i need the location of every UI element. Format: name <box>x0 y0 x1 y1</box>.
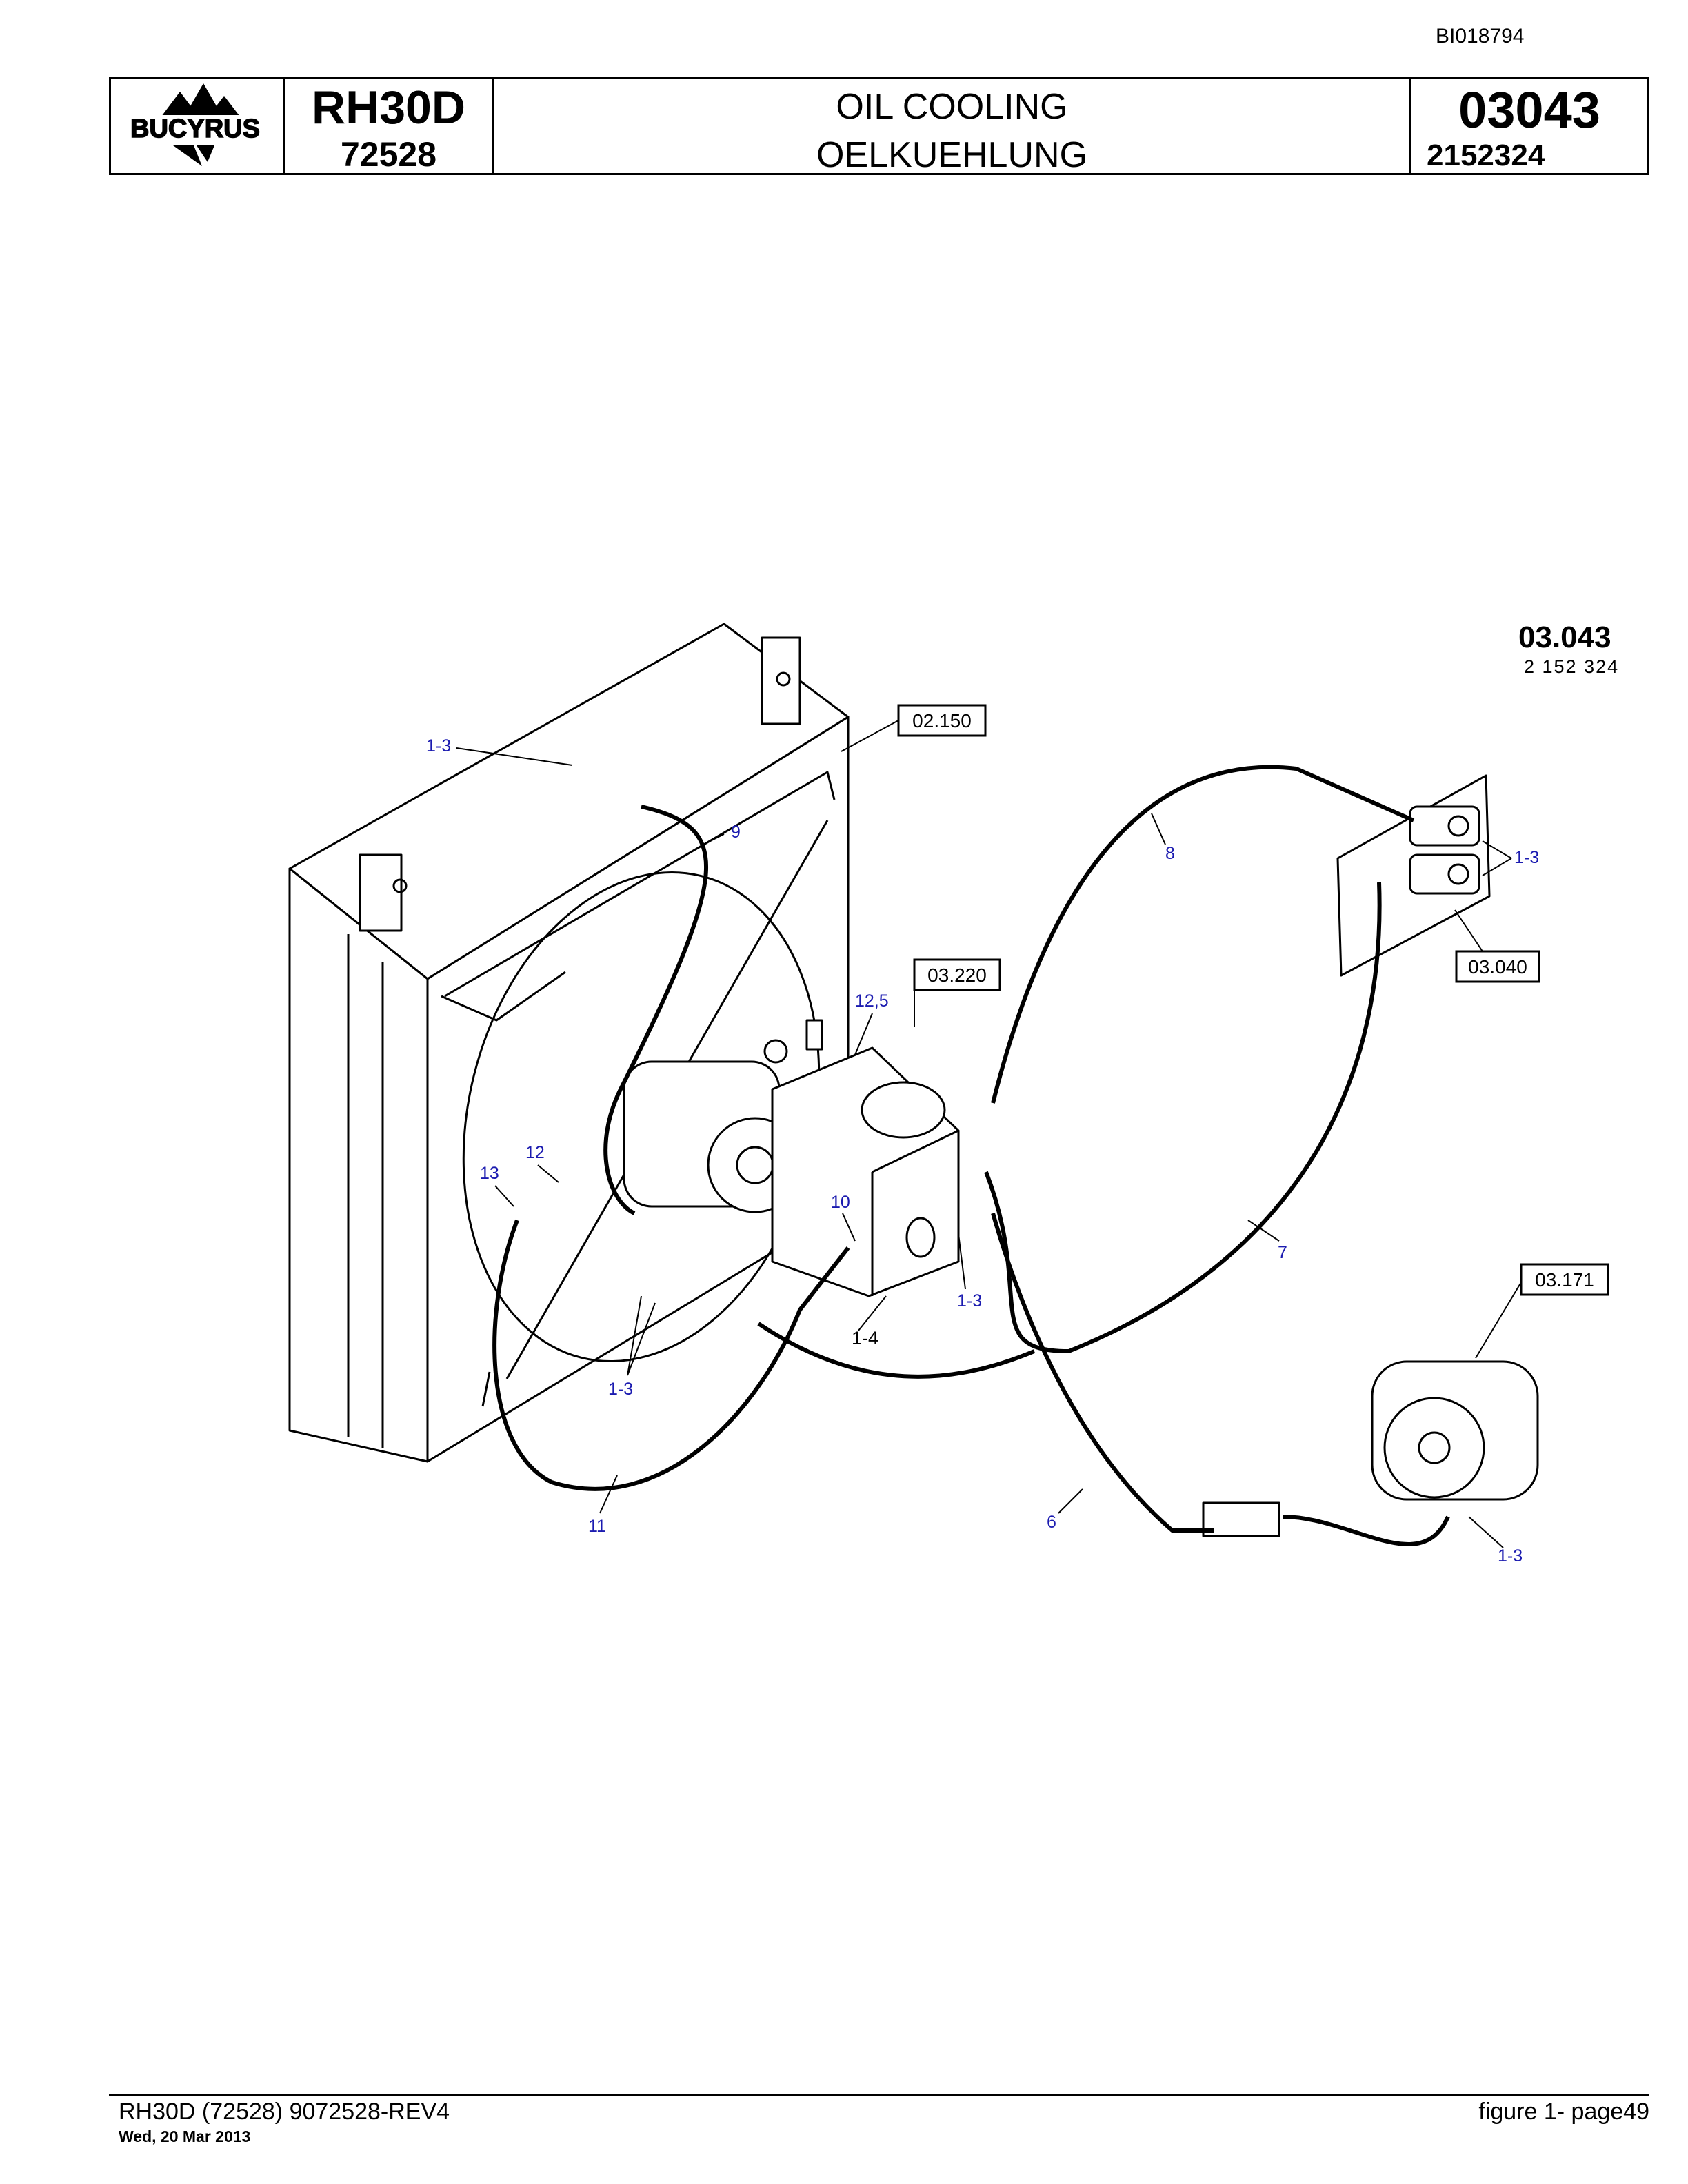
callout-9: 9 <box>731 822 741 842</box>
title-english: OIL COOLING <box>836 87 1068 127</box>
callout-1-3-right: 1-3 <box>1514 848 1539 867</box>
drawing-corner-ref: 03.043 <box>1518 620 1611 654</box>
callout-leaders <box>456 747 1512 1548</box>
callout-1-3-top: 1-3 <box>426 736 451 756</box>
callout-labels: 1-3 9 8 1-3 12,5 13 12 10 1-3 1-4 7 1-3 … <box>426 736 1539 1566</box>
callout-12-5: 12,5 <box>855 991 889 1011</box>
callout-1-3-lower: 1-3 <box>608 1379 633 1399</box>
document-id: BI018794 <box>1436 25 1525 48</box>
callout-8: 8 <box>1165 844 1175 863</box>
model-number: RH30D <box>312 81 465 134</box>
callout-11: 11 <box>588 1517 606 1536</box>
hose-lines <box>492 765 1450 1546</box>
title-block: BUCYRUS RH30D 72528 OIL COOLING OELKUEHL… <box>109 77 1649 175</box>
title-cell: OIL COOLING OELKUEHLUNG <box>494 79 1411 175</box>
ref-box-03040: 03.040 <box>1468 956 1527 978</box>
model-cell: RH30D 72528 <box>285 79 494 174</box>
title-german: OELKUEHLUNG <box>816 135 1087 175</box>
oil-cooling-drawing: 02.150 03.220 03.040 03.171 1-3 9 8 <box>288 623 1609 1566</box>
footer-date: Wed, 20 Mar 2013 <box>119 2127 251 2145</box>
hose-8 <box>991 765 1415 1104</box>
callout-7: 7 <box>1278 1243 1287 1262</box>
coupling-bracket-upper <box>1336 774 1491 977</box>
figure-cell: 03043 2152324 <box>1411 79 1647 173</box>
callout-10: 10 <box>831 1193 850 1212</box>
hose-7 <box>984 882 1382 1353</box>
callout-12: 12 <box>525 1143 545 1162</box>
callout-6: 6 <box>1047 1513 1056 1532</box>
callout-1-3-valve: 1-3 <box>957 1291 982 1311</box>
hydraulic-pump-lower <box>1202 1360 1539 1537</box>
serial-number: 72528 <box>340 135 437 174</box>
logo-cell: BUCYRUS <box>111 79 285 173</box>
bucyrus-logo: BUCYRUS <box>121 83 270 166</box>
ref-box-03220: 03.220 <box>927 964 987 986</box>
part-number: 2152324 <box>1427 139 1545 172</box>
hose-9 <box>603 805 708 1215</box>
hose-10 <box>757 1322 1036 1379</box>
fan-motor-valve-block <box>623 1019 960 1297</box>
reference-boxes: 02.150 03.220 03.040 03.171 <box>841 704 1609 1359</box>
svg-text:BUCYRUS: BUCYRUS <box>130 114 260 143</box>
figure-number: 03043 <box>1458 81 1600 139</box>
hose-6 <box>991 1213 1214 1533</box>
hose-6b <box>1282 1515 1450 1546</box>
callout-13: 13 <box>480 1164 499 1183</box>
hose-11 <box>492 1219 850 1491</box>
callout-1-3-pump: 1-3 <box>1498 1546 1523 1566</box>
footer-divider <box>109 2094 1649 2096</box>
ref-box-03171: 03.171 <box>1535 1269 1594 1291</box>
footer-page: figure 1- page49 <box>1478 2099 1649 2125</box>
drawing-corner-part: 2 152 324 <box>1524 656 1620 677</box>
callout-1-4: 1-4 <box>852 1328 878 1348</box>
footer-document-ref: RH30D (72528) 9072528-REV4 <box>119 2099 450 2125</box>
ref-box-02150: 02.150 <box>912 710 972 731</box>
